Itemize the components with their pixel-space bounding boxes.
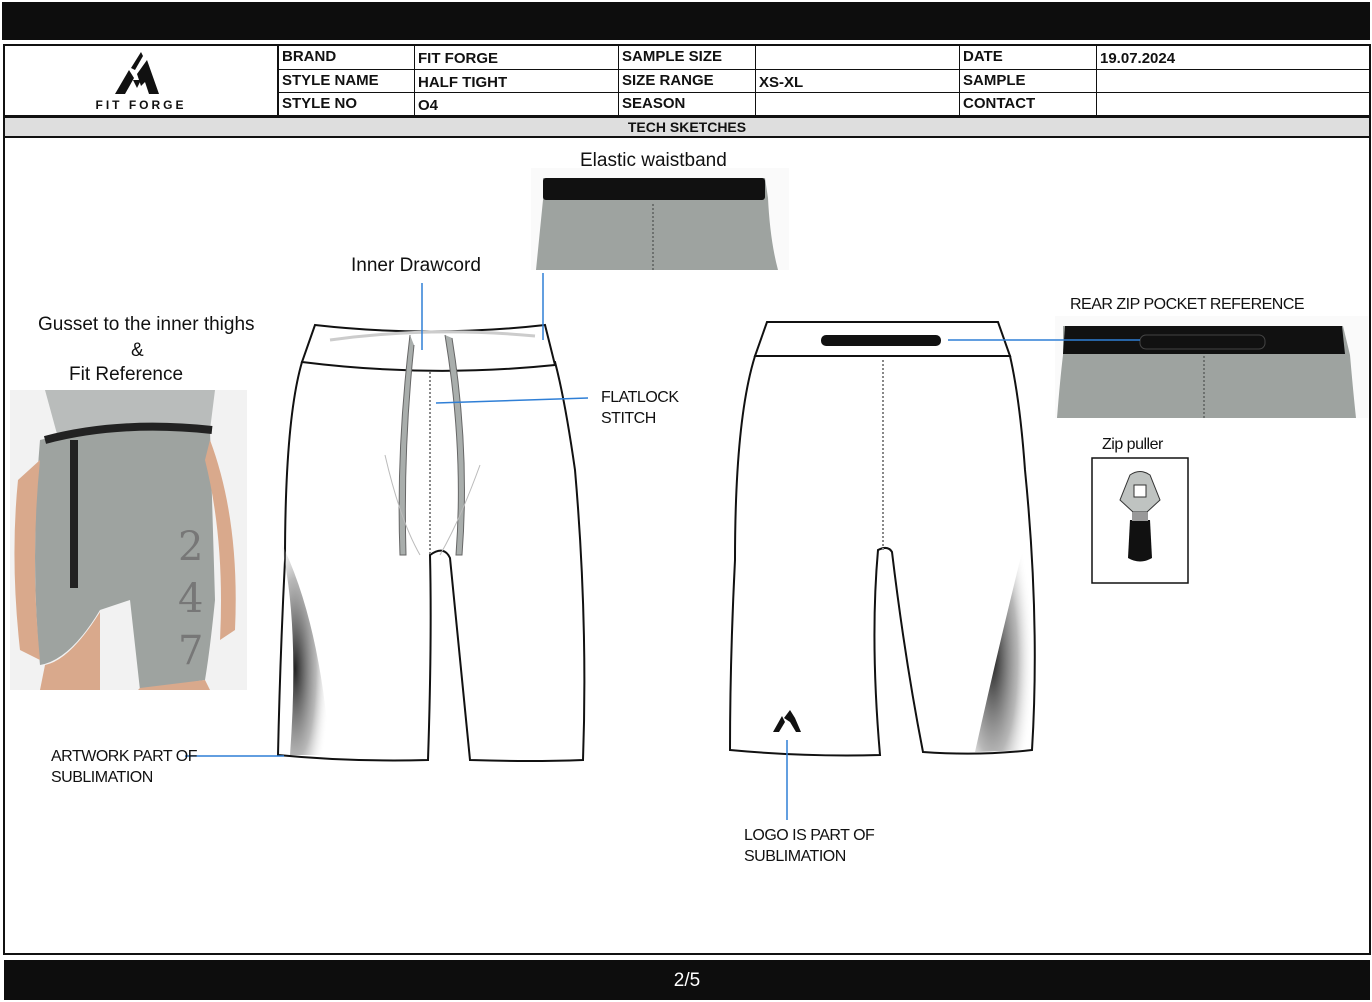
section-title: TECH SKETCHES: [3, 116, 1371, 138]
season-label: SEASON: [619, 93, 756, 115]
spec-header-table: FIT FORGE BRAND FIT FORGE SAMPLE SIZE DA…: [3, 44, 1371, 117]
zip-puller-label: Zip puller: [1102, 436, 1163, 453]
top-bar: [2, 2, 1370, 40]
sketch-area: [3, 137, 1371, 955]
fit-reference-label: Fit Reference: [69, 364, 184, 385]
style-no-value: O4: [415, 93, 619, 115]
gusset-ampersand: &: [131, 340, 144, 361]
sublimated-logo-icon: [773, 710, 801, 732]
artwork-sublimation-label: ARTWORK PART OF SUBLIMATION: [51, 746, 198, 788]
elastic-waistband-photo: [531, 168, 789, 270]
size-range-label: SIZE RANGE: [619, 70, 756, 93]
front-shorts-sketch: [276, 323, 586, 762]
elastic-waistband-label: Elastic waistband: [580, 150, 727, 171]
artwork-line2: SUBLIMATION: [51, 769, 153, 786]
style-name-value: HALF TIGHT: [415, 70, 619, 93]
artwork-line1: ARTWORK PART OF: [51, 748, 198, 765]
brand-value: FIT FORGE: [415, 46, 619, 70]
brand-logo-text: FIT FORGE: [95, 98, 187, 112]
rear-zip-pocket-photo: [1055, 316, 1368, 418]
rear-zip-pocket-label: REAR ZIP POCKET REFERENCE: [1070, 296, 1305, 313]
brand-logo: FIT FORGE: [5, 46, 279, 115]
gusset-label: Gusset to the inner thighs: [38, 314, 255, 335]
style-no-label: STYLE NO: [279, 93, 415, 115]
contact-label: CONTACT: [960, 93, 1097, 115]
sample-label: SAMPLE: [960, 70, 1097, 93]
sample-size-value: [756, 46, 960, 70]
size-range-value: XS-XL: [756, 70, 960, 93]
back-shorts-sketch: [728, 321, 1036, 757]
callout-lines: [185, 273, 1140, 820]
inner-drawcord-label: Inner Drawcord: [351, 255, 481, 276]
date-label: DATE: [960, 46, 1097, 70]
flatlock-line1: FLATLOCK: [601, 389, 679, 406]
fit-forge-logo-icon: [115, 52, 159, 94]
season-value: [756, 93, 960, 115]
date-value: 19.07.2024: [1097, 46, 1369, 70]
brand-label: BRAND: [279, 46, 415, 70]
zip-puller-illustration: [1091, 457, 1189, 584]
page-number: 2/5: [4, 960, 1370, 1000]
style-name-label: STYLE NAME: [279, 70, 415, 93]
flatlock-line2: STITCH: [601, 410, 656, 427]
flatlock-stitch-label: FLATLOCK STITCH: [601, 387, 679, 429]
sample-size-label: SAMPLE SIZE: [619, 46, 756, 70]
sample-value: [1097, 70, 1369, 93]
logo-line2: SUBLIMATION: [744, 848, 846, 865]
logo-sublimation-label: LOGO IS PART OF SUBLIMATION: [744, 825, 875, 867]
logo-line1: LOGO IS PART OF: [744, 827, 875, 844]
